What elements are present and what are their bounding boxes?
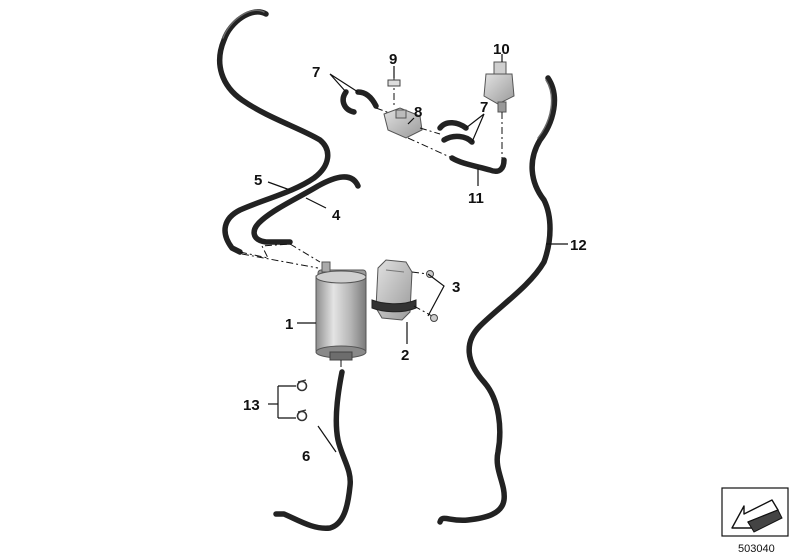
hose-11	[407, 137, 507, 174]
callout-8: 8	[414, 104, 422, 121]
hose-4	[251, 174, 361, 245]
valve-8	[375, 107, 441, 139]
diagram-number: 503040	[738, 543, 775, 555]
hose-5	[217, 9, 331, 255]
callout-4: 4	[332, 207, 341, 224]
clip-9	[387, 78, 401, 106]
callout-labels: 1 2 3 4 5 6 7 7 8 9 10 11 12 13	[243, 41, 587, 465]
callout-12: 12	[570, 237, 587, 254]
assembly-lines-left	[239, 243, 321, 269]
canister-bracket	[371, 259, 417, 321]
callout-3: 3	[452, 279, 460, 296]
callout-6: 6	[302, 448, 310, 465]
callout-10: 10	[493, 41, 510, 58]
hose-clamps-13	[296, 379, 308, 422]
short-hoses-7	[340, 89, 475, 145]
valve-10	[483, 61, 515, 160]
direction-icon-box	[721, 487, 789, 537]
callout-11: 11	[468, 190, 484, 207]
screws	[411, 270, 438, 322]
leader-lines	[267, 54, 568, 453]
callout-1: 1	[285, 316, 293, 333]
carbon-canister	[315, 261, 367, 361]
callout-5: 5	[254, 172, 262, 189]
callout-7-left: 7	[312, 64, 320, 81]
hose-6	[273, 360, 353, 531]
callout-9: 9	[389, 51, 397, 68]
arrow-pointing-down-left-icon	[731, 499, 783, 533]
hose-12	[437, 75, 558, 525]
callout-13: 13	[243, 397, 260, 414]
callout-2: 2	[401, 347, 409, 364]
callout-7-right: 7	[480, 99, 488, 116]
